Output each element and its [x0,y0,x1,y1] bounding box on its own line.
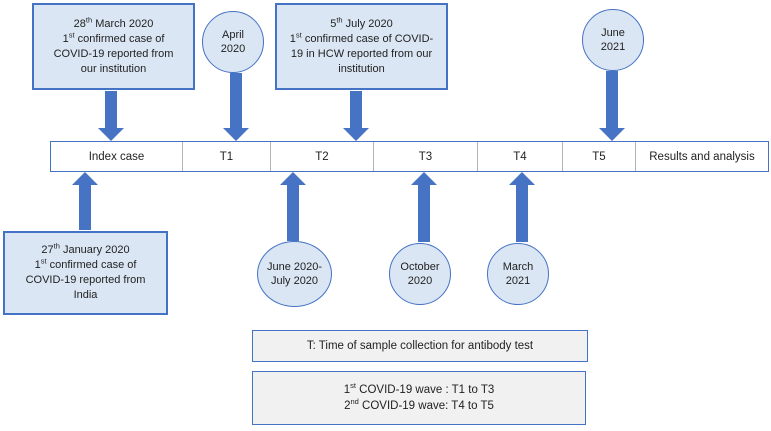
june-2021-circle: June 2021 [582,9,644,71]
event-text-line: 5th July 2020 [330,14,393,30]
arrow-down-institution-case [98,91,124,141]
event-text-line: COVID-19 reported from [53,47,174,60]
event-text-line: 1st confirmed case of [34,256,137,271]
timeline-cell-results: Results and analysis [649,150,755,163]
event-text-line: June [601,27,625,39]
event-text-line: India [73,289,98,301]
arrow-up-march-2021 [509,172,535,242]
october-2020-circle: October 2020 [389,243,451,305]
event-text-line: our institution [80,62,147,75]
timeline-cell-t3: T3 [374,142,478,171]
arrow-down-april-2020 [223,73,249,141]
arrow-down-june-2021 [599,71,625,141]
event-text-line: March [502,261,534,273]
sample-collection-note: T: Time of sample collection for antibod… [252,330,588,362]
timeline-bar: Index case T1 T2 T3 T4 T5 Results and an… [50,141,769,172]
event-text-line: July 2020 [270,275,319,287]
covid-waves-note: 1st COVID-19 wave : T1 to T3 2nd COVID-1… [252,371,586,425]
timeline-cell-t5: T5 [563,142,636,171]
event-text-line: October [400,261,440,273]
event-text-line: institution [338,62,385,75]
hcw-case-box: 5th July 2020 1st confirmed case of COVI… [275,3,448,90]
event-text-line: 27th January 2020 [41,241,130,256]
institution-case-box: 28th March 2020 1st confirmed case of CO… [32,3,195,90]
june-july-2020-circle: June 2020- July 2020 [257,241,332,307]
event-text-line: 28th March 2020 [73,14,154,30]
timeline-cell-index-case: Index case [51,142,183,171]
event-text-line: 1st confirmed case of COVID- [289,29,434,45]
event-text-line: 1st confirmed case of [62,29,165,45]
arrow-up-october-2020 [411,172,437,242]
arrow-up-june-july-2020 [280,172,306,241]
timeline-cell-t4: T4 [478,142,563,171]
note-text-line: 1st COVID-19 wave : T1 to T3 [343,381,495,396]
timeline-cell-t1: T1 [183,142,271,171]
event-text-line: 2020 [220,43,246,55]
event-text-line: April [221,29,244,41]
event-text-line: COVID-19 reported from [25,274,146,286]
arrow-down-hcw-case [343,91,369,141]
event-text-line: 19 in HCW reported from our [290,47,433,60]
march-2021-circle: March 2021 [487,243,549,305]
event-text-line: 2021 [505,275,531,287]
event-text-line: 2021 [600,41,626,53]
april-2020-circle: April 2020 [202,11,264,73]
event-text-line: 2020 [407,275,433,287]
timeline-cell-t2: T2 [271,142,374,171]
india-case-box: 27th January 2020 1st confirmed case of … [3,231,168,315]
note-text-line: 2nd COVID-19 wave: T4 to T5 [344,397,494,412]
note-text: T: Time of sample collection for antibod… [306,340,534,352]
arrow-up-india-case [72,172,98,230]
event-text-line: June 2020- [266,261,323,273]
